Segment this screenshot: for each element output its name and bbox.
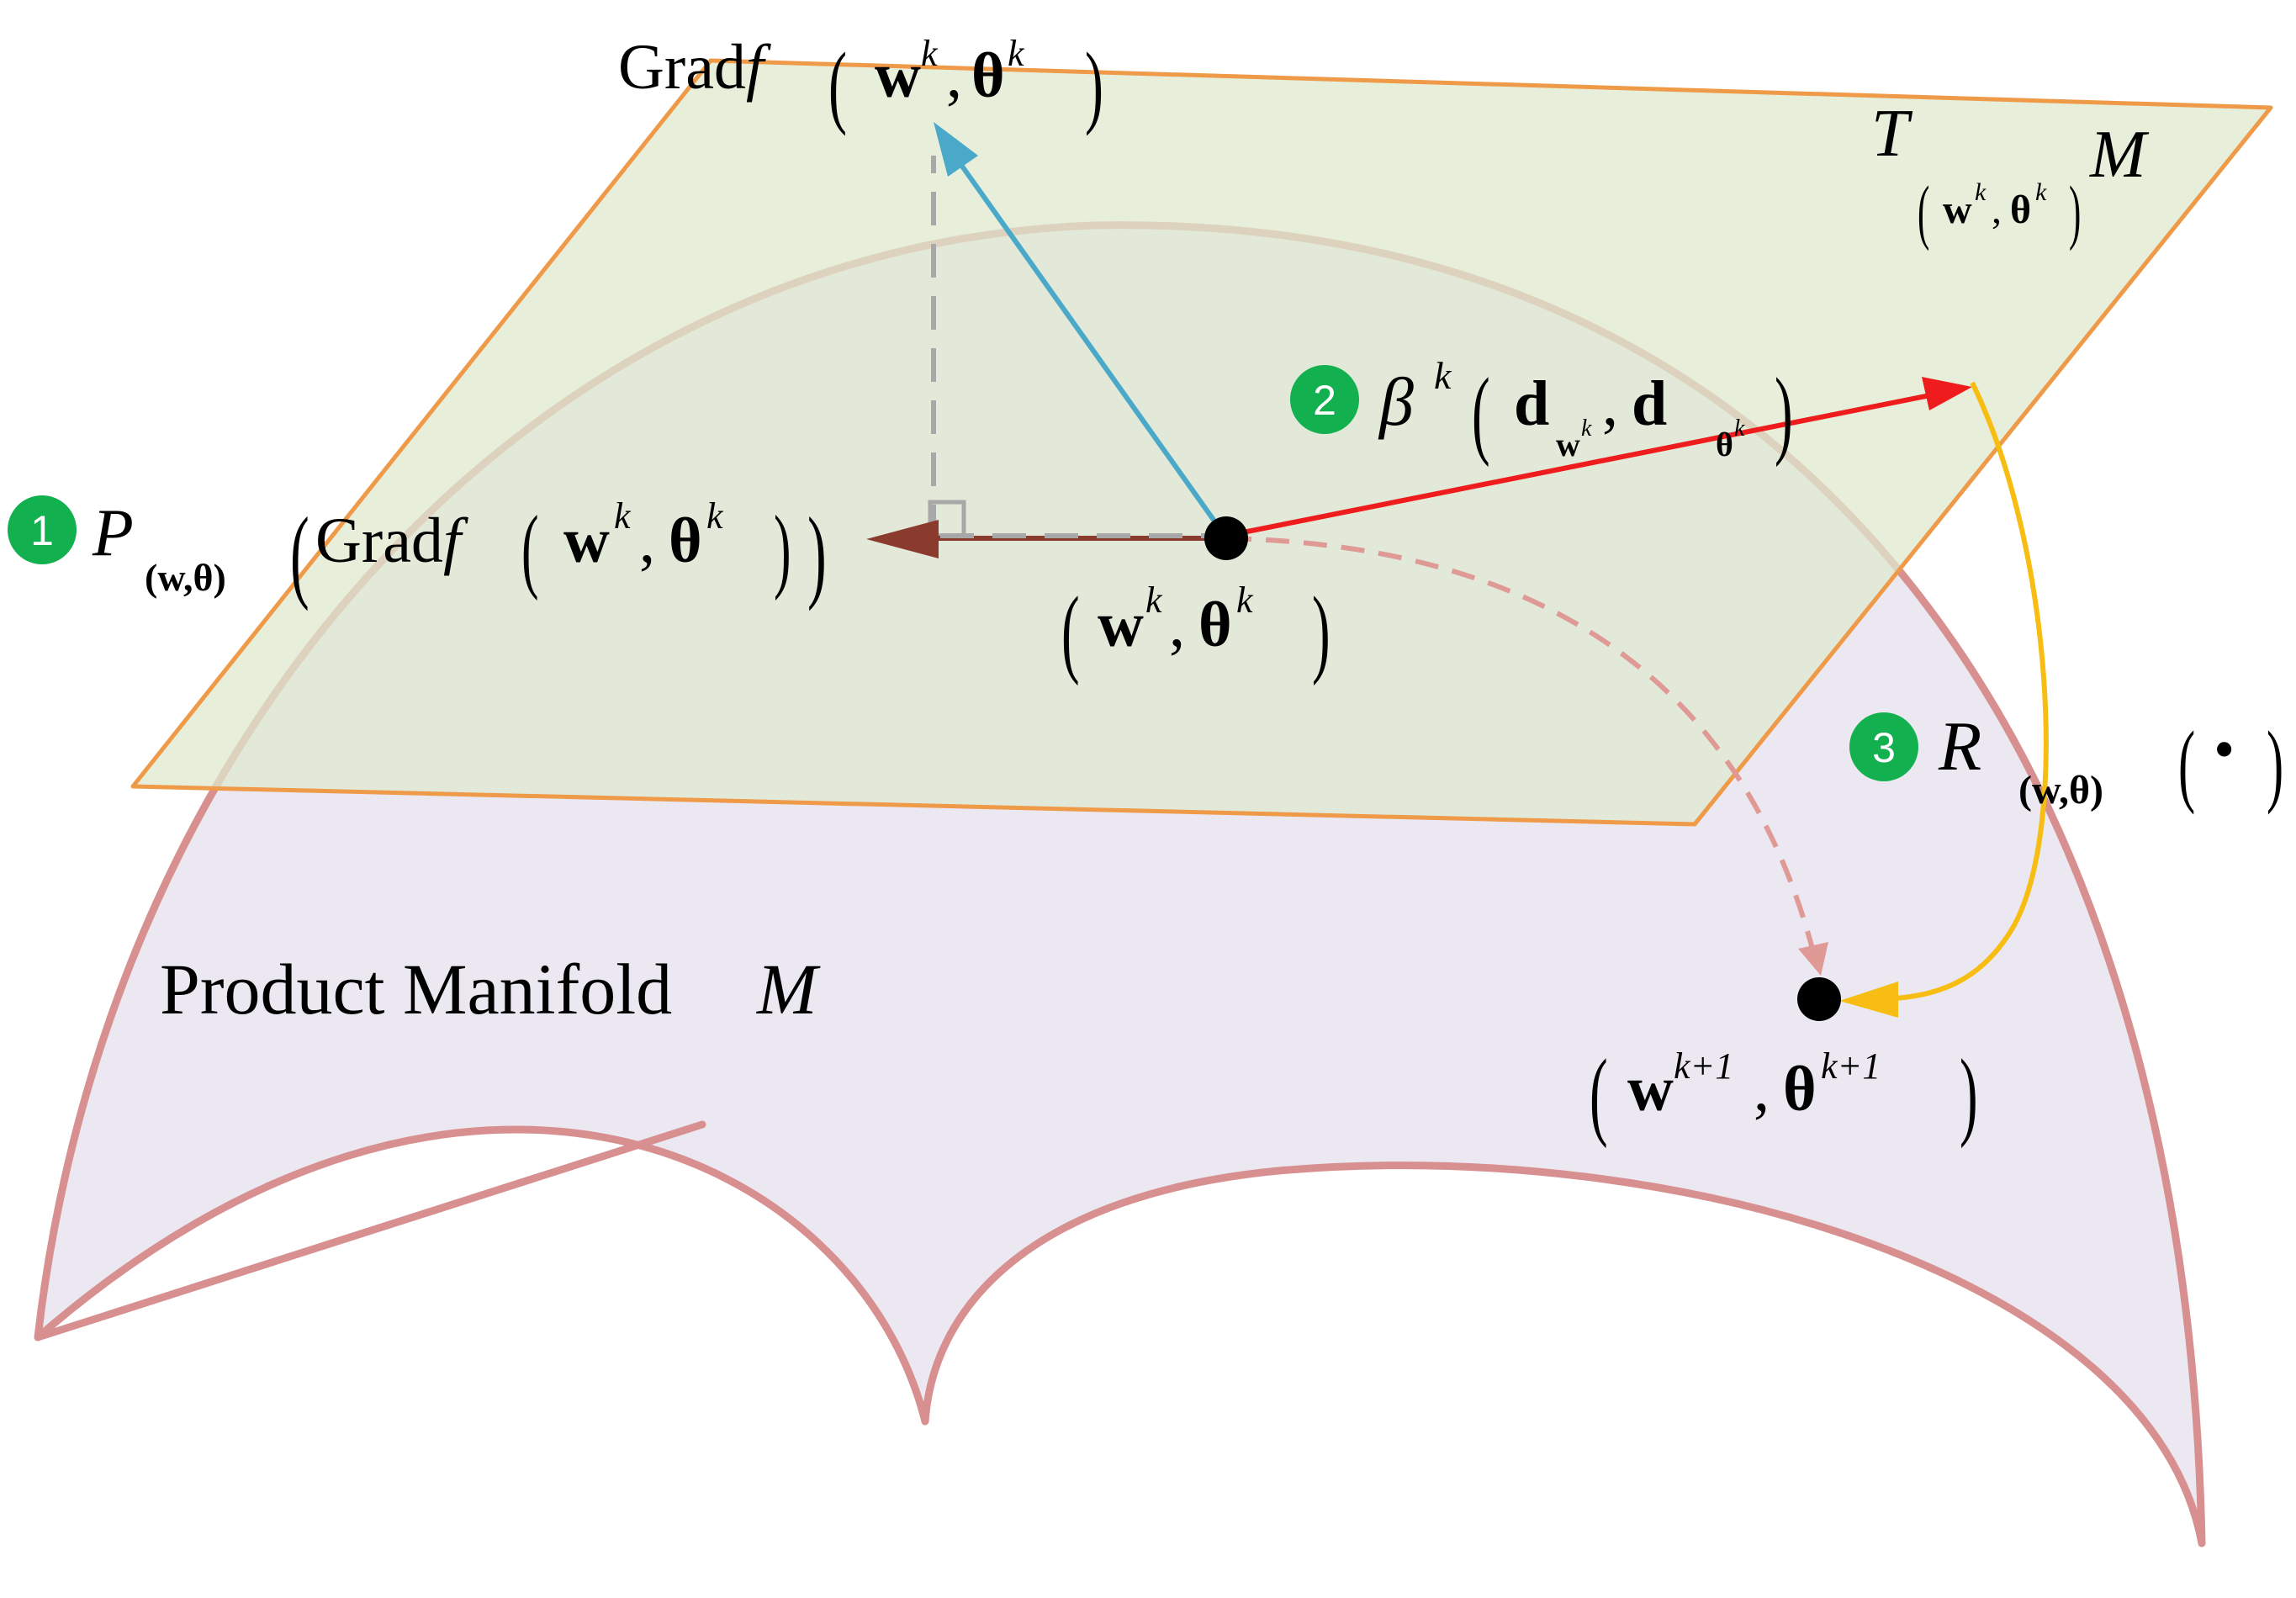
svg-text:,: , [1602, 368, 1618, 439]
svg-text:w: w [1943, 188, 1972, 232]
svg-text:1: 1 [30, 507, 54, 554]
svg-text:,: , [639, 505, 655, 576]
manifold-geodesic-dashed [1227, 536, 1815, 950]
svg-text:,: , [1169, 590, 1185, 660]
svg-text:): ) [1960, 1039, 1978, 1149]
step-3-label: 3 R (w,θ) ( • ) [1849, 707, 2283, 816]
svg-text:θ: θ [971, 40, 1005, 111]
svg-text:(w,θ): (w,θ) [2018, 768, 2103, 812]
svg-text:(w,θ): (w,θ) [145, 556, 226, 599]
next-point [1797, 977, 1841, 1021]
gradient-arrowhead [934, 122, 978, 177]
manifold-label: Product Manifold M [160, 949, 821, 1029]
svg-text:k: k [614, 495, 632, 537]
svg-text:(: ( [1590, 1039, 1608, 1149]
tangent-space-label: T ( w k , θ k ) M [1871, 97, 2150, 251]
svg-text:k: k [1975, 178, 1987, 206]
gradient-label: Gradf ( w k , θ k ) [618, 32, 1103, 136]
svg-text:w: w [1556, 426, 1580, 463]
projected-gradient-arrowhead [866, 520, 939, 558]
svg-text:): ) [1085, 34, 1103, 136]
manifold-back-edge [34, 1120, 706, 1341]
svg-text:β: β [1378, 363, 1414, 440]
svg-text:): ) [2267, 713, 2283, 815]
svg-text:): ) [2069, 171, 2081, 251]
svg-text:): ) [774, 496, 791, 601]
svg-text:k: k [1434, 354, 1452, 397]
step-1-badge [8, 495, 77, 564]
svg-text:2: 2 [1313, 377, 1336, 424]
direction-arrow [1225, 393, 1931, 538]
svg-text:(: ( [1061, 576, 1080, 686]
svg-text:w: w [563, 505, 610, 576]
step-1-label: 1 P (w,θ) ( Gradf ( w k , θ k ) ) [8, 495, 827, 611]
step-2-label: 2 β k ( d w k , d θ k ) [1290, 354, 1793, 468]
svg-text:M: M [755, 949, 821, 1029]
svg-text:Gradf: Gradf [618, 32, 771, 103]
current-point-label: ( w k , θ k ) [1061, 576, 1331, 686]
svg-text:k: k [1008, 33, 1025, 74]
retraction-arrowhead [1839, 982, 1898, 1018]
direction-arrowhead [1922, 377, 1972, 410]
svg-text:P: P [92, 496, 134, 570]
svg-text:θ: θ [669, 505, 702, 576]
svg-text:Gradf: Gradf [315, 505, 468, 576]
svg-text:k: k [921, 33, 939, 74]
svg-text:): ) [1775, 357, 1793, 468]
svg-text:k: k [1145, 579, 1163, 621]
gradient-arrow [952, 154, 1222, 530]
geodesic-arrowhead [1798, 942, 1828, 976]
current-point [1204, 516, 1248, 560]
svg-text:w: w [1627, 1054, 1674, 1124]
svg-text:k: k [1236, 579, 1254, 621]
svg-text:Product Manifold: Product Manifold [160, 949, 672, 1029]
svg-text:(: ( [1472, 357, 1490, 468]
step-3-badge [1849, 712, 1918, 781]
retraction-curve [1883, 381, 2049, 1002]
svg-text:θ: θ [1716, 426, 1733, 463]
svg-text:,: , [1754, 1054, 1770, 1124]
svg-text:θ: θ [1783, 1054, 1817, 1124]
svg-text:θ: θ [2010, 188, 2031, 232]
svg-text:R: R [1938, 707, 1981, 786]
svg-text:(: ( [521, 496, 539, 601]
svg-text:k: k [1734, 415, 1745, 442]
svg-text:w: w [875, 40, 921, 111]
svg-text:k: k [1581, 415, 1592, 442]
svg-text:k+1: k+1 [1674, 1045, 1733, 1087]
svg-text:,: , [1992, 188, 2002, 232]
svg-text:): ) [1312, 576, 1331, 686]
svg-text:k: k [2035, 178, 2047, 206]
step-2-badge [1290, 365, 1359, 434]
svg-text:w: w [1098, 590, 1144, 660]
svg-text:,: , [946, 40, 962, 111]
svg-text:θ: θ [1198, 590, 1232, 660]
svg-text:k: k [706, 495, 724, 537]
svg-text:d: d [1514, 368, 1549, 439]
svg-text:(: ( [1918, 171, 1929, 251]
svg-text:T: T [1871, 97, 1913, 171]
svg-text:k+1: k+1 [1821, 1045, 1881, 1087]
svg-text:M: M [2089, 118, 2150, 192]
svg-text:): ) [807, 496, 827, 612]
svg-text:d: d [1632, 368, 1667, 439]
svg-text:(: ( [828, 34, 847, 136]
svg-text:(: ( [290, 496, 309, 612]
next-point-label: ( w k+1 , θ k+1 ) [1590, 1039, 1978, 1149]
svg-text:(: ( [2178, 713, 2195, 815]
svg-text:3: 3 [1872, 724, 1896, 771]
tangent-plane [130, 58, 2273, 827]
svg-text:•: • [2214, 716, 2235, 783]
